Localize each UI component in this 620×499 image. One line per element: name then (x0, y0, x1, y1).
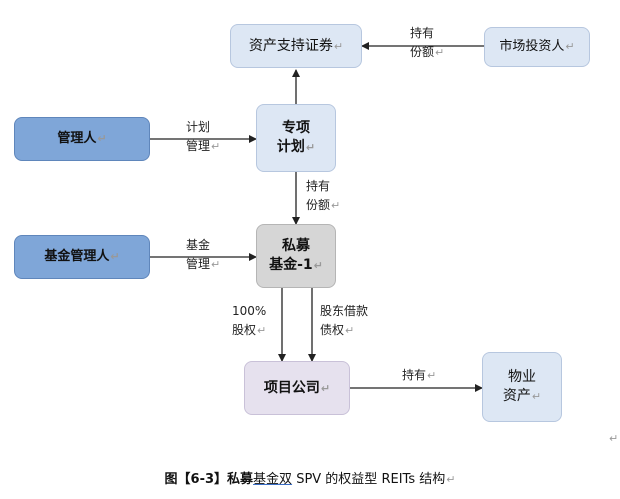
node-abs: 资产支持证券↵ (230, 24, 362, 68)
label-equity: 100% 股权↵ (232, 304, 267, 338)
node-market-investors: 市场投资人↵ (484, 27, 590, 67)
node-special-plan: 专项 计划↵ (256, 104, 336, 172)
caption-underlined: 基金双 (253, 472, 293, 487)
label-hold-share-mid: 持有 份额↵ (306, 179, 341, 213)
label-fund-management: 基金 管理↵ (186, 238, 221, 272)
label-shareholder-loan: 股东借款 债权↵ (320, 304, 369, 338)
figure-caption: 图【6-3】私募基金双 SPV 的权益型 REITs 结构↵ (164, 472, 456, 487)
label-plan-management: 计划 管理↵ (186, 120, 221, 154)
label-hold: 持有↵ (402, 368, 437, 382)
node-manager: 管理人↵ (14, 117, 150, 161)
label-hold-share-top: 持有 份额↵ (410, 26, 445, 60)
node-property-assets: 物业 资产↵ (482, 352, 562, 422)
node-fund-manager: 基金管理人↵ (14, 235, 150, 279)
node-private-fund: 私募 基金-1↵ (256, 224, 336, 288)
node-project-company: 项目公司↵ (244, 361, 350, 415)
paragraph-mark: ↵ (609, 432, 619, 445)
